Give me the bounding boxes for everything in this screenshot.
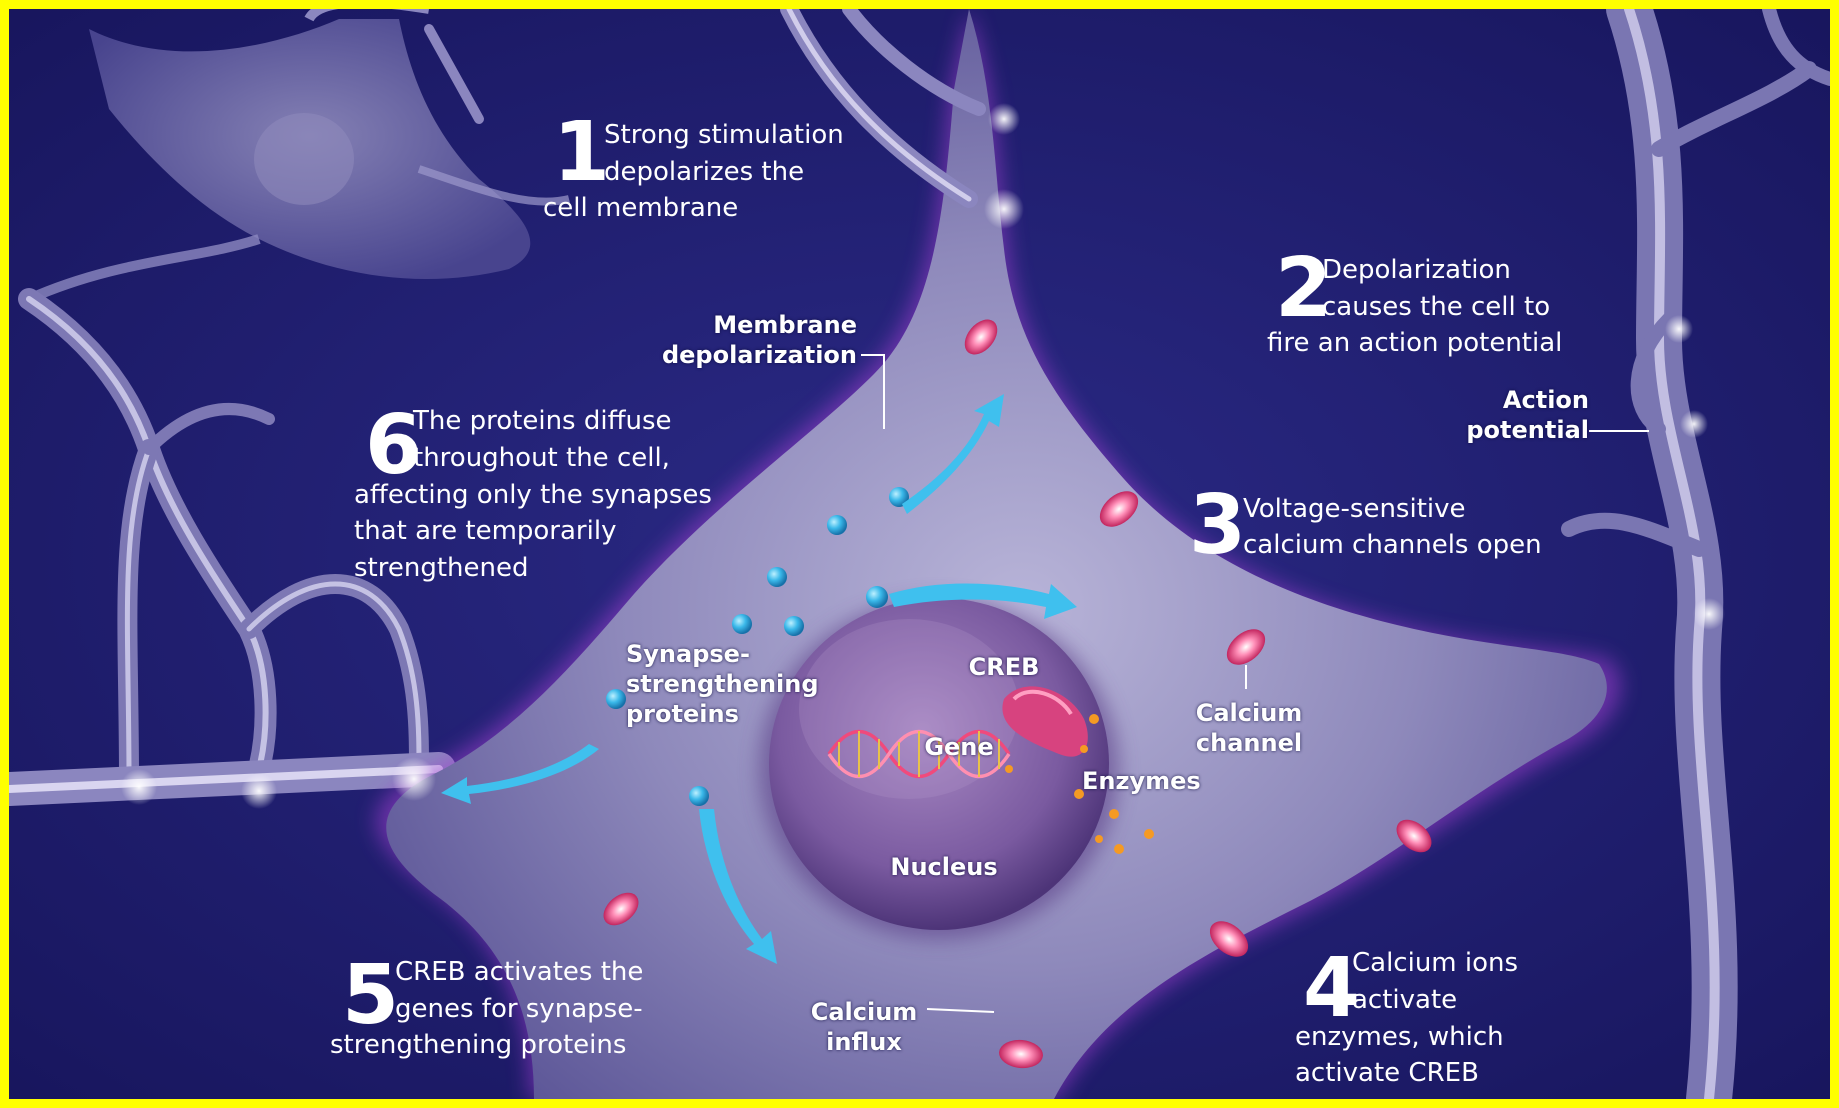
step-1-number: 1	[553, 112, 608, 194]
step-6-line-5: strengthened	[354, 550, 528, 587]
label-enzymes: Enzymes	[1082, 766, 1212, 796]
label-calcium-influx: Calcium influx	[809, 997, 919, 1057]
diagram-frame: 1 Strong stimulation depolarizes the cel…	[9, 9, 1830, 1099]
label-synapse-strengthening-proteins: Synapse- strengthening proteins	[626, 639, 816, 729]
label-creb: CREB	[959, 652, 1049, 682]
step-2-line-2: causes the cell to	[1322, 289, 1550, 326]
step-4-number: 4	[1303, 948, 1358, 1030]
step-4-line-1: Calcium ions	[1352, 945, 1518, 982]
step-6-line-3: affecting only the synapses	[354, 477, 712, 514]
step-1-line-1: Strong stimulation	[604, 117, 844, 154]
step-5-line-2: genes for synapse-	[395, 991, 643, 1028]
label-gene: Gene	[919, 732, 999, 762]
step-5-number: 5	[342, 955, 397, 1037]
label-nucleus: Nucleus	[884, 852, 1004, 882]
step-4-line-2: activate	[1352, 982, 1457, 1019]
step-6-line-4: that are temporarily	[354, 513, 616, 550]
label-calcium-channel: Calcium channel	[1189, 698, 1309, 758]
step-5-line-3: strengthening proteins	[330, 1027, 626, 1064]
step-4-line-3: enzymes, which	[1295, 1019, 1504, 1056]
step-3-number: 3	[1189, 485, 1244, 567]
step-1: 1 Strong stimulation depolarizes the cel…	[543, 106, 883, 236]
step-6-line-1: The proteins diffuse	[413, 403, 672, 440]
step-1-line-2: depolarizes the	[604, 154, 804, 191]
step-2: 2 Depolarization causes the cell to fire…	[1267, 242, 1647, 372]
step-6-number: 6	[365, 405, 420, 487]
step-3-line-2: calcium channels open	[1243, 527, 1542, 564]
step-5: 5 CREB activates the genes for synapse- …	[330, 949, 650, 1069]
label-membrane-depolarization: Membrane depolarization	[657, 310, 857, 370]
step-4: 4 Calcium ions activate enzymes, which a…	[1295, 942, 1555, 1099]
step-1-line-3: cell membrane	[543, 190, 738, 227]
step-4-line-4: activate CREB	[1295, 1055, 1479, 1092]
step-3: 3 Voltage-sensitive calcium channels ope…	[1189, 479, 1569, 579]
step-6-line-2: throughout the cell,	[413, 440, 670, 477]
step-5-line-1: CREB activates the	[395, 954, 643, 991]
step-6: 6 The proteins diffuse throughout the ce…	[354, 399, 724, 599]
label-action-potential: Action potential	[1439, 385, 1589, 445]
step-2-line-3: fire an action potential	[1267, 325, 1562, 362]
step-3-line-1: Voltage-sensitive	[1243, 491, 1466, 528]
step-2-line-1: Depolarization	[1322, 252, 1511, 289]
